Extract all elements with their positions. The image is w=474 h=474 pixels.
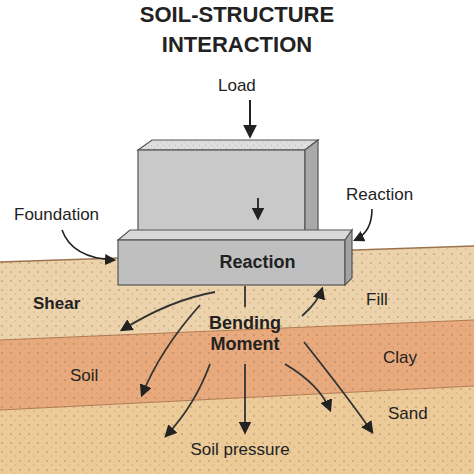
part-label: Load xyxy=(218,76,256,96)
stress-arrow xyxy=(166,364,210,436)
internal-load-arrow xyxy=(257,198,259,218)
load-arrow xyxy=(249,100,251,136)
part-label: Clay xyxy=(383,348,417,368)
footing-label: Reaction xyxy=(219,252,295,273)
leader-arrow xyxy=(355,209,372,240)
part-label: Bending Moment xyxy=(190,313,300,354)
stress-arrow xyxy=(285,364,330,410)
part-label: Soil xyxy=(70,366,98,386)
stress-line xyxy=(244,286,246,307)
stress-arrow xyxy=(244,364,246,432)
footing-front xyxy=(118,240,345,285)
footing-side xyxy=(345,230,352,285)
part-label: Shear xyxy=(33,294,80,314)
leader-arrow xyxy=(62,230,114,260)
part-label: Soil pressure xyxy=(175,440,305,460)
stress-arrow xyxy=(304,342,372,432)
column-top xyxy=(138,140,318,150)
stress-arrow xyxy=(142,305,200,395)
column-front xyxy=(138,150,305,238)
footing-top xyxy=(118,230,352,240)
footing-block: Reaction xyxy=(118,240,345,285)
part-label: Fill xyxy=(366,290,388,310)
stress-arrow xyxy=(302,289,322,316)
title: SOIL-STRUCTURE INTERACTION xyxy=(87,0,387,60)
part-label: Sand xyxy=(388,404,428,424)
part-label: Foundation xyxy=(14,205,99,225)
stress-arrow xyxy=(122,292,215,330)
column-side xyxy=(305,140,318,238)
part-label: Reaction xyxy=(346,185,413,205)
column-texture xyxy=(138,140,318,150)
